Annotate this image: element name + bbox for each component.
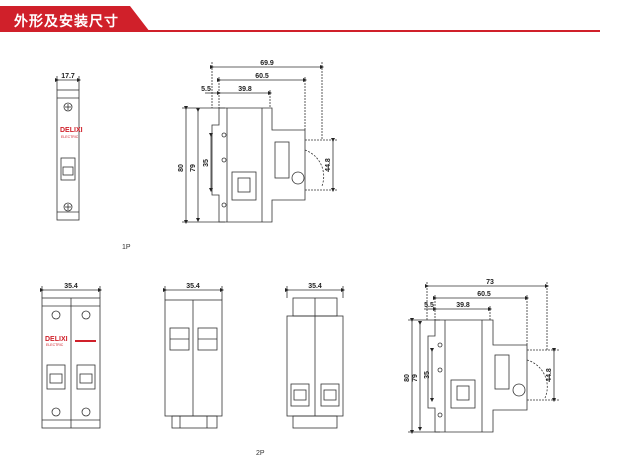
dim-1p-height: 80 (178, 164, 185, 172)
caption-2p: 2P (256, 450, 265, 457)
dim-1p-rail: 44.8 (325, 158, 332, 172)
dim-2p-front-width: 35.4 (64, 283, 78, 290)
dim-2p-depth: 60.5 (477, 291, 491, 298)
side-view-1p (182, 62, 338, 224)
brand-logo-1p: DELIXI (60, 127, 83, 134)
dim-2p-overall: 73 (486, 279, 494, 286)
side-view-2p (408, 282, 560, 434)
top-view-2p (163, 286, 224, 429)
dim-2p-height: 80 (404, 374, 411, 382)
dim-2p-top-width: 35.4 (186, 283, 200, 290)
brand-logo-2p: DELIXI (45, 336, 68, 343)
bottom-view-2p (285, 286, 345, 429)
dim-2p-bottom-width: 35.4 (308, 283, 322, 290)
brand-sub-1p: ELECTRIC (61, 135, 79, 139)
section-header-tab (0, 6, 150, 32)
dim-1p-inner: 79 (190, 164, 197, 172)
dim-2p-low: 35 (424, 371, 431, 379)
dim-2p-mid: 39.8 (456, 302, 470, 309)
front-view-1p (55, 76, 81, 221)
dim-1p-low: 35 (203, 159, 210, 167)
dim-2p-offset: 5.5 (424, 302, 434, 309)
dim-2p-inner: 79 (412, 374, 419, 382)
caption-1p: 1P (122, 244, 131, 251)
front-view-2p (40, 286, 102, 429)
dim-1p-width: 17.7 (61, 73, 75, 80)
header-tab-shape (0, 6, 150, 32)
section-title: 外形及安装尺寸 (14, 14, 119, 30)
header-rule (0, 30, 600, 32)
brand-sub-2p: ELECTRIC (46, 343, 64, 347)
dim-1p-offset: 5.5 (201, 86, 211, 93)
dim-1p-overall: 69.9 (260, 60, 274, 67)
dim-1p-mid: 39.8 (238, 86, 252, 93)
dim-1p-depth: 60.5 (255, 73, 269, 80)
dim-2p-rail: 44.8 (546, 368, 553, 382)
